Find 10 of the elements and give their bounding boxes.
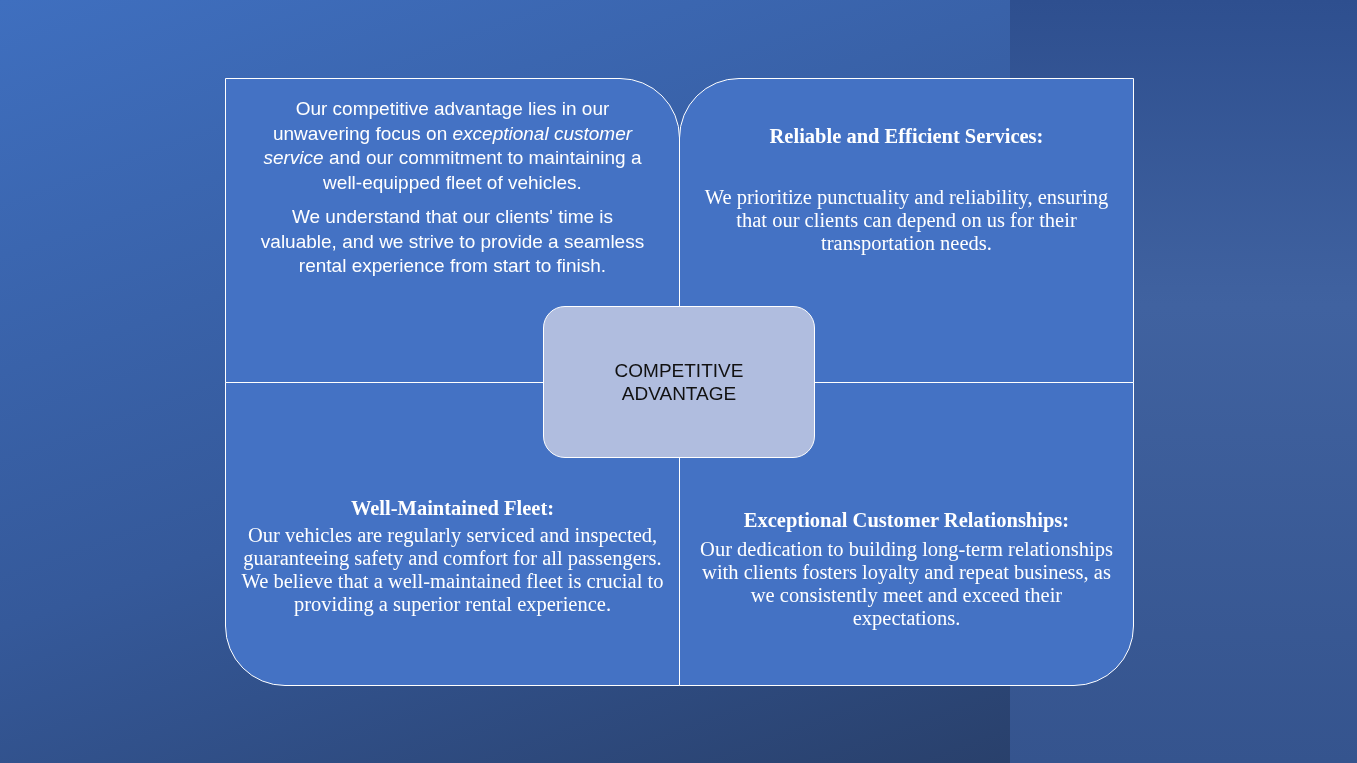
- heading: Well-Maintained Fleet:: [350, 497, 555, 520]
- heading: Reliable and Efficient Services:: [769, 125, 1044, 148]
- heading: Exceptional Customer Relationships:: [743, 509, 1070, 532]
- paragraph: Our competitive advantage lies in our unwavering focus on exceptional customer service and our commitment to maintaining a well-equipped fleet of vehicles.: [262, 97, 643, 195]
- heading: COMPETITIVE ADVANTAGE: [613, 359, 745, 405]
- paragraph: We prioritize punctuality and reliability, ensuring that our clients can depend on us for their transportation needs.: [703, 186, 1110, 255]
- paragraph: Our dedication to building long-term relationships with clients fosters loyalty and repeat business, as we consistently meet and exceed their expectations.: [700, 538, 1113, 630]
- center-box: [543, 306, 815, 458]
- paragraph: Our vehicles are regularly serviced and inspected, guaranteeing safety and comfort for all passengers. We believe that a well-maintained fleet is crucial to providing a superior rental experience.: [240, 524, 665, 616]
- paragraph: We understand that our clients' time is valuable, and we strive to provide a seamless rental experience from start to finish.: [259, 205, 646, 278]
